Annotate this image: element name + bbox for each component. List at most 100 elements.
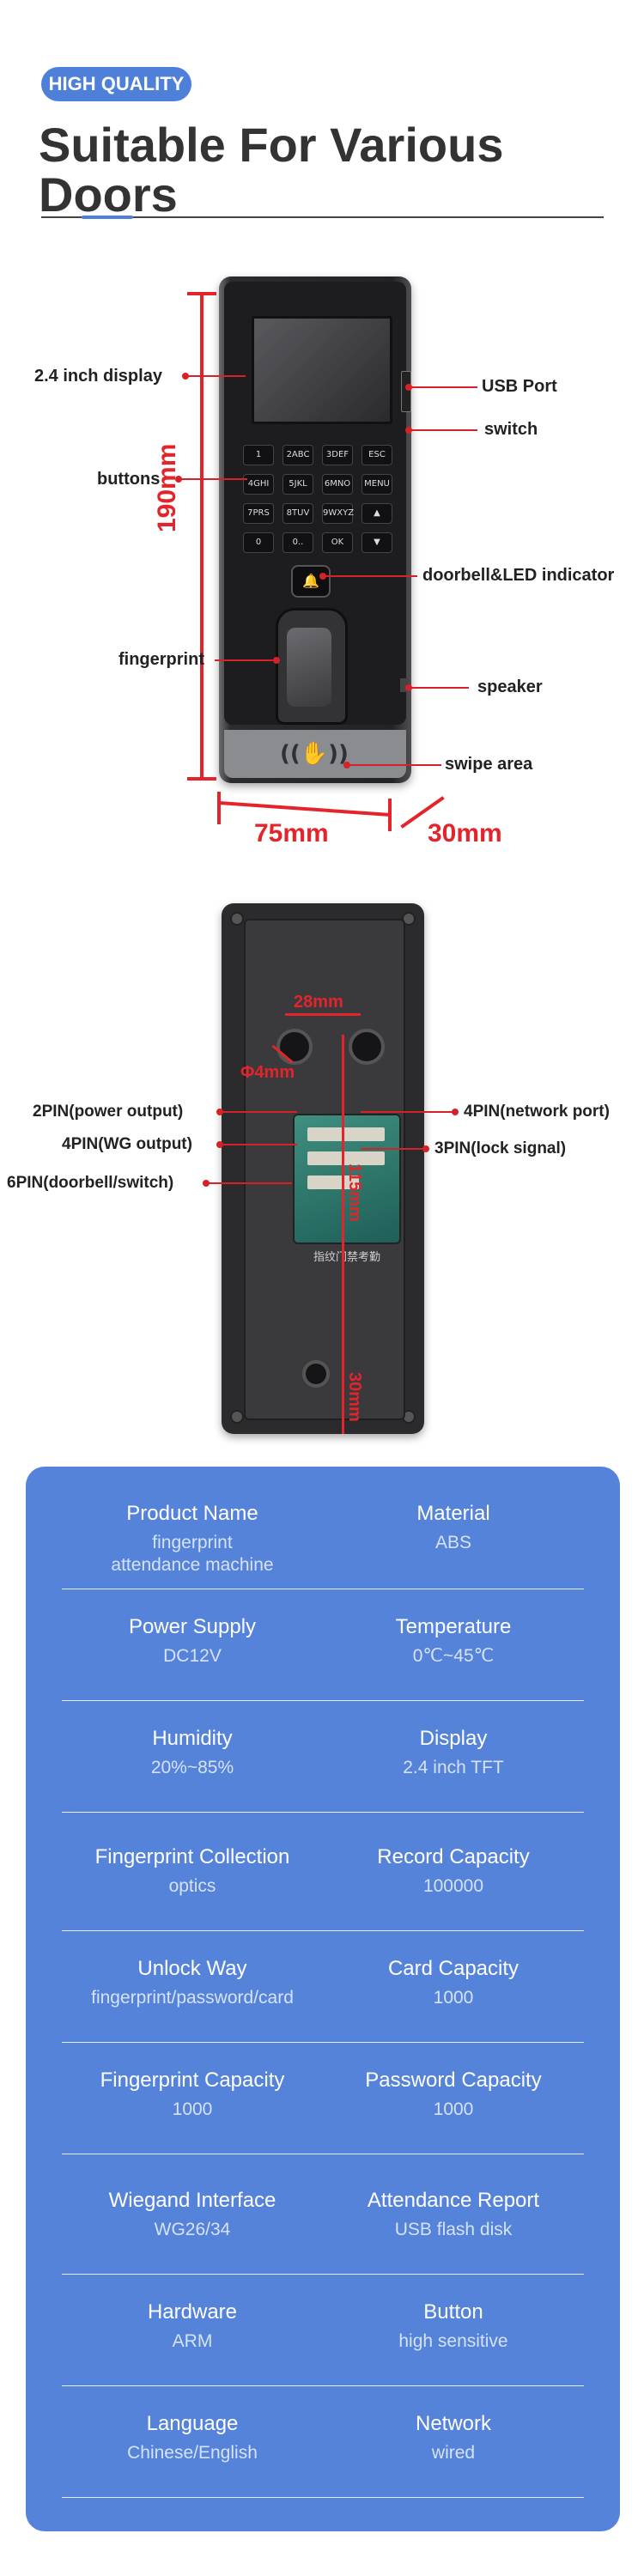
spec-row: Unlock Way fingerprint/password/card Car… (62, 1956, 584, 2043)
device-key: 7PRS (243, 503, 274, 524)
device-key: OK (322, 532, 353, 553)
device-key: 0.. (283, 532, 313, 553)
spec-title: Unlock Way (137, 1957, 247, 1980)
device-key: 4GHI (243, 474, 274, 495)
callout-line (409, 687, 469, 689)
callout-line (323, 575, 417, 577)
label-usb-port: USB Port (482, 377, 557, 396)
label-swipe-area: swipe area (445, 755, 533, 774)
spec-value: optics (168, 1876, 216, 1896)
callout-line (409, 386, 477, 388)
spec-cell: Record Capacity 100000 (323, 1844, 584, 1898)
spec-value: fingerprint attendance machine (111, 1533, 274, 1575)
spec-value: 20%~85% (150, 1758, 234, 1777)
device-key: 9WXYZ (322, 503, 354, 524)
mounting-plate: 指纹门禁考勤 (244, 919, 405, 1420)
callout-line (215, 659, 276, 661)
label-4pin-network: 4PIN(network port) (464, 1103, 610, 1121)
height-dimension-cap-top (187, 292, 216, 295)
label-fingerprint: fingerprint (118, 650, 204, 669)
spec-value: fingerprint/password/card (91, 1988, 294, 2008)
vertical-spacing-line (342, 1035, 344, 1434)
spec-title: Fingerprint Capacity (100, 2069, 285, 2092)
spec-row: Power Supply DC12V Temperature 0℃~45℃ (62, 1614, 584, 1701)
hole-spacing-label: 28mm (294, 993, 343, 1012)
spec-row: Wiegand Interface WG26/34 Attendance Rep… (62, 2188, 584, 2275)
spec-value: Chinese/English (127, 2443, 258, 2463)
spec-cell: Card Capacity 1000 (323, 1956, 584, 2009)
callout-line (220, 1111, 297, 1113)
spec-cell: Wiegand Interface WG26/34 (62, 2188, 323, 2241)
device-back-image: 指纹门禁考勤 (222, 903, 424, 1434)
nfc-icon: ((✋)) (280, 741, 349, 767)
callout-line (361, 1111, 455, 1113)
spec-title: Network (415, 2412, 492, 2435)
mounting-hole (302, 1360, 330, 1388)
width-dimension-line (219, 801, 391, 817)
screw-icon (230, 1410, 244, 1424)
callout-dot (452, 1109, 459, 1115)
spec-cell: Unlock Way fingerprint/password/card (62, 1956, 323, 2009)
width-dimension-cap-left (217, 792, 221, 824)
spec-title: Humidity (152, 1727, 233, 1750)
spec-row: Fingerprint Collection optics Record Cap… (62, 1844, 584, 1931)
spec-title: Fingerprint Collection (94, 1845, 290, 1868)
label-4pin-wg: 4PIN(WG output) (62, 1135, 192, 1153)
spec-row: Fingerprint Capacity 1000 Password Capac… (62, 2068, 584, 2154)
device-screen (252, 316, 392, 424)
spec-row: Language Chinese/English Network wired (62, 2411, 584, 2498)
spec-value: 1000 (433, 1988, 474, 2008)
pin-connector (307, 1176, 359, 1189)
spec-cell: Password Capacity 1000 (323, 2068, 584, 2121)
spec-cell: Material ABS (323, 1501, 584, 1554)
height-dimension-line (200, 294, 204, 779)
spec-value: USB flash disk (394, 2220, 513, 2239)
hole-diameter-label: Φ4mm (240, 1063, 295, 1082)
mounting-hole (276, 1029, 313, 1065)
pin-connector (307, 1151, 385, 1165)
device-key: 1 (243, 445, 274, 465)
spec-title: Display (419, 1727, 488, 1750)
spec-cell: Button high sensitive (323, 2300, 584, 2353)
spec-title: Temperature (395, 1615, 512, 1638)
title-accent-bar (82, 216, 133, 219)
spec-cell: Fingerprint Collection optics (62, 1844, 323, 1898)
device-sticker: 指纹门禁考勤 (313, 1251, 380, 1264)
device-key: 8TUV (283, 503, 313, 524)
spec-title: Password Capacity (365, 2069, 542, 2092)
spec-value: 1000 (172, 2099, 213, 2119)
hole-spacing-line (285, 1013, 361, 1016)
device-key: ESC (361, 445, 392, 465)
page-title: Suitable For Various Doors (39, 120, 605, 220)
spec-value: ARM (172, 2331, 213, 2351)
callout-line (185, 375, 246, 377)
spec-value: ABS (434, 1533, 472, 1552)
page-title-line2: Doors (39, 167, 178, 222)
spec-row: Product Name fingerprint attendance mach… (62, 1501, 584, 1589)
page-title-line1: Suitable For Various (39, 118, 504, 172)
spec-title: Hardware (147, 2300, 238, 2324)
spec-cell: Hardware ARM (62, 2300, 323, 2353)
spec-cell: Fingerprint Capacity 1000 (62, 2068, 323, 2121)
callout-line (179, 478, 247, 480)
spec-value: WG26/34 (154, 2220, 231, 2239)
device-key: 2ABC (283, 445, 313, 465)
spec-cell: Humidity 20%~85% (62, 1726, 323, 1779)
spec-row: Humidity 20%~85% Display 2.4 inch TFT (62, 1726, 584, 1813)
spec-value: 1000 (433, 2099, 474, 2119)
title-underline (41, 216, 604, 218)
callout-line (361, 1148, 424, 1150)
spec-cell: Display 2.4 inch TFT (323, 1726, 584, 1779)
bottom-spacing-label: 30mm (345, 1372, 364, 1422)
spec-title: Attendance Report (367, 2189, 540, 2212)
spec-title: Product Name (126, 1502, 258, 1525)
spec-cell: Attendance Report USB flash disk (323, 2188, 584, 2241)
label-buttons: buttons (97, 470, 161, 489)
usb-port-icon (401, 371, 411, 412)
spec-value: DC12V (163, 1646, 222, 1666)
circuit-board (293, 1114, 401, 1244)
spec-cell: Product Name fingerprint attendance mach… (62, 1501, 323, 1577)
label-6pin-doorbell: 6PIN(doorbell/switch) (7, 1174, 174, 1192)
callout-line (206, 1182, 292, 1184)
callout-line (347, 764, 441, 766)
